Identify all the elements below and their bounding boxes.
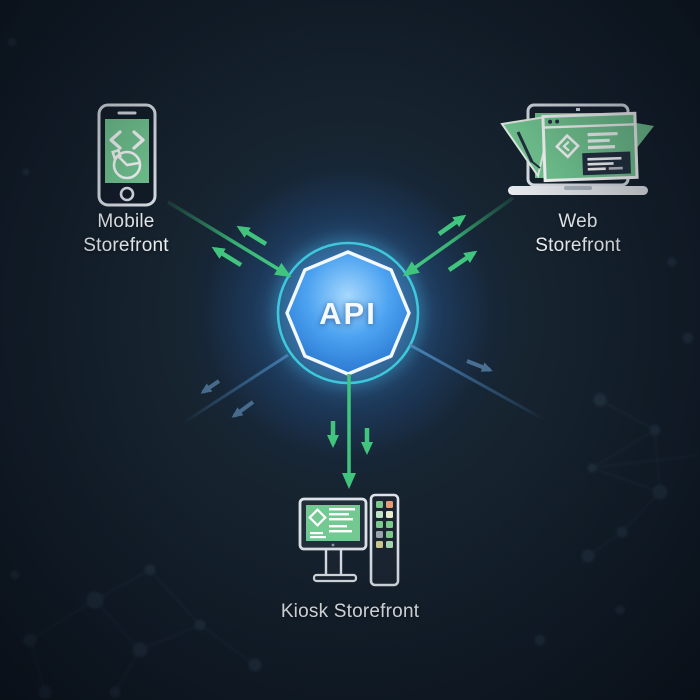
kiosk-base: [312, 573, 358, 583]
arrow-blue-bottom-right: [466, 359, 493, 372]
kiosk-storefront-label: Kiosk Storefront: [280, 601, 420, 622]
arrow-hub-to-mobile-2: [211, 246, 243, 267]
kiosk-bezel-dot: [331, 543, 335, 547]
arrow-blue-bottom-left-2: [231, 400, 255, 418]
laptop-camera-dot: [576, 108, 580, 111]
mobile-storefront-label: Mobile Storefront: [83, 211, 169, 257]
kiosk-tower: [369, 493, 400, 587]
arrow-hub-to-web-2: [447, 250, 478, 272]
api-hub-label: API: [319, 296, 377, 331]
arrow-hub-to-web-1: [437, 214, 467, 236]
browser-window: [541, 111, 639, 183]
kiosk-terminal-icon: [298, 493, 400, 587]
laptop-browser-icon: [500, 103, 654, 195]
line-hub-to-bottom-right: [409, 343, 546, 422]
arrow-blue-bottom-left-1: [200, 379, 221, 394]
web-storefront-label: Web Storefront: [535, 211, 621, 257]
arrow-hub-to-mobile-1: [236, 225, 268, 246]
laptop-base-notch: [564, 186, 592, 190]
smartphone-icon: [97, 103, 157, 207]
kiosk-stand: [324, 544, 343, 578]
